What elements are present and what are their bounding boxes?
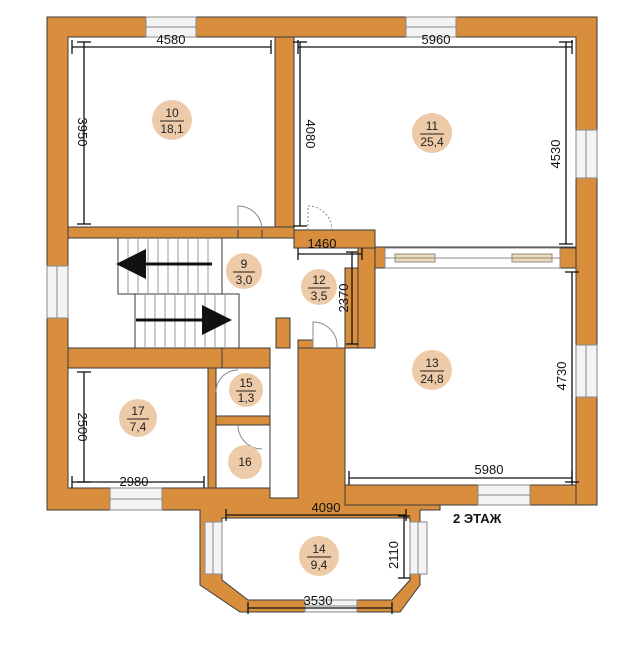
dim-room12-height: 2370 — [336, 284, 351, 313]
room-10-number: 10 — [165, 106, 179, 120]
dimension-labels: 4580 3950 5960 4080 4530 1460 2370 4730 … — [75, 32, 569, 608]
room-13-number: 13 — [425, 356, 439, 370]
room-11-number: 11 — [426, 119, 439, 133]
room-15-number: 15 — [239, 376, 253, 390]
room-9-area: 3,0 — [236, 273, 253, 287]
dim-room11-height-left: 4080 — [303, 120, 318, 149]
room-10-badge: 10 18,1 — [152, 100, 192, 140]
room-14-number: 14 — [312, 542, 326, 556]
room-17-number: 17 — [131, 404, 145, 418]
dim-bay-height: 2110 — [386, 541, 401, 569]
dim-room11-width: 5960 — [422, 32, 451, 47]
dim-room11-height-right: 4530 — [548, 140, 563, 169]
dim-room13-height: 4730 — [554, 362, 569, 391]
dim-bay-bottom-width: 3530 — [304, 593, 333, 608]
room-9-number: 9 — [241, 257, 248, 271]
dim-room10-width: 4580 — [157, 32, 186, 47]
room-10-area: 18,1 — [160, 122, 184, 136]
windows — [46, 16, 598, 613]
room-17-area: 7,4 — [130, 420, 147, 434]
door-room16 — [237, 424, 263, 450]
dim-room13-width: 5980 — [475, 462, 504, 477]
door-room11 — [307, 205, 333, 231]
dimension-lines — [71, 40, 579, 614]
room-12-number: 12 — [312, 273, 326, 287]
doors — [215, 205, 338, 450]
door-room15 — [215, 369, 239, 393]
dim-room17-width: 2980 — [120, 474, 149, 489]
room-12-area: 3,5 — [311, 289, 328, 303]
dim-room10-height: 3950 — [75, 118, 90, 147]
room-11-badge: 11 25,4 — [412, 113, 452, 153]
room-13-badge: 13 24,8 — [412, 350, 452, 390]
room-11-area: 25,4 — [420, 135, 444, 149]
room-14-badge: 14 9,4 — [299, 536, 339, 576]
room-16-number: 16 — [238, 455, 252, 469]
room-14-area: 9,4 — [311, 558, 328, 572]
room-17-badge: 17 7,4 — [119, 399, 157, 437]
room-15-badge: 15 1,3 — [229, 373, 263, 407]
door-room10 — [237, 205, 263, 231]
room-16-badge: 16 — [228, 445, 262, 479]
dim-bay-top-width: 4090 — [312, 500, 341, 515]
dim-room12-width: 1460 — [308, 236, 337, 251]
room-badges: 10 18,1 11 25,4 9 3,0 12 3,5 13 24,8 — [119, 100, 452, 576]
floor-label: 2 ЭТАЖ — [453, 511, 502, 526]
room-12-badge: 12 3,5 — [301, 269, 337, 305]
room-9-badge: 9 3,0 — [226, 253, 262, 289]
room-15-area: 1,3 — [238, 391, 255, 405]
door-room12 — [312, 321, 338, 349]
dim-room17-height: 2500 — [75, 413, 90, 442]
stairs — [116, 237, 240, 349]
room-13-area: 24,8 — [420, 372, 444, 386]
sliding-door — [384, 247, 561, 269]
